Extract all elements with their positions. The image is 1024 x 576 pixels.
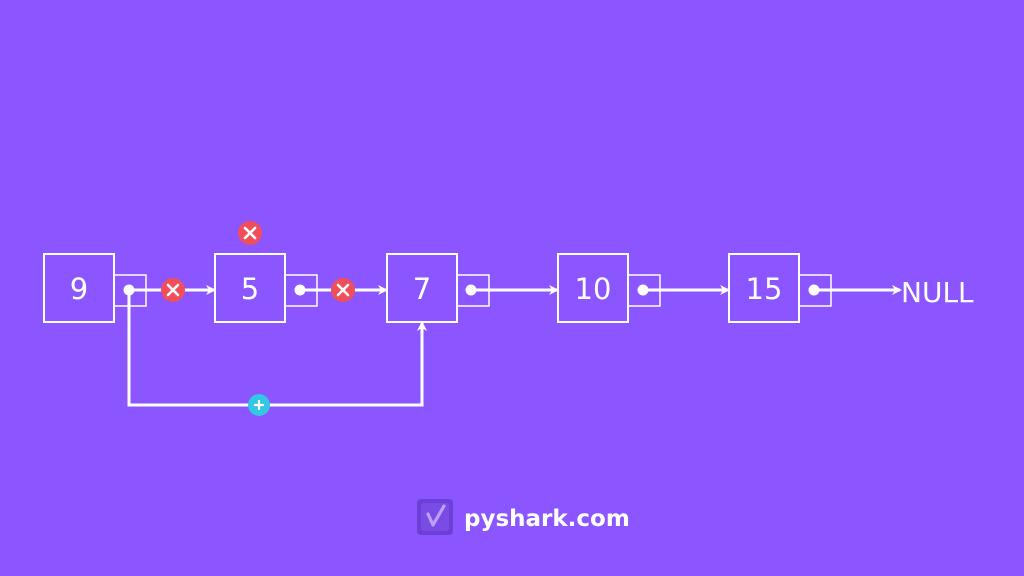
pyshark-logo-icon [417, 499, 453, 535]
close-icon [238, 221, 262, 245]
edge-5-to-7 [294, 278, 388, 302]
brand-name: pyshark.com [464, 506, 630, 532]
edge-9-to-5 [123, 278, 216, 302]
node-value: 7 [413, 272, 431, 306]
list-node-9: 9 [43, 253, 147, 323]
close-icon [331, 278, 355, 302]
null-terminal: NULL [901, 276, 974, 309]
plus-icon [248, 394, 270, 416]
close-icon [161, 278, 185, 302]
bypass-pointer-arrow [127, 290, 427, 407]
edge-15-to-null [808, 284, 902, 296]
node-value: 15 [746, 272, 783, 306]
node-value: 9 [70, 272, 88, 306]
edge-7-to-10 [465, 284, 559, 296]
node-value: 10 [575, 272, 612, 306]
node-value: 5 [241, 272, 259, 306]
edge-10-to-15 [637, 284, 730, 296]
edge-9-to-7-added [127, 290, 427, 416]
